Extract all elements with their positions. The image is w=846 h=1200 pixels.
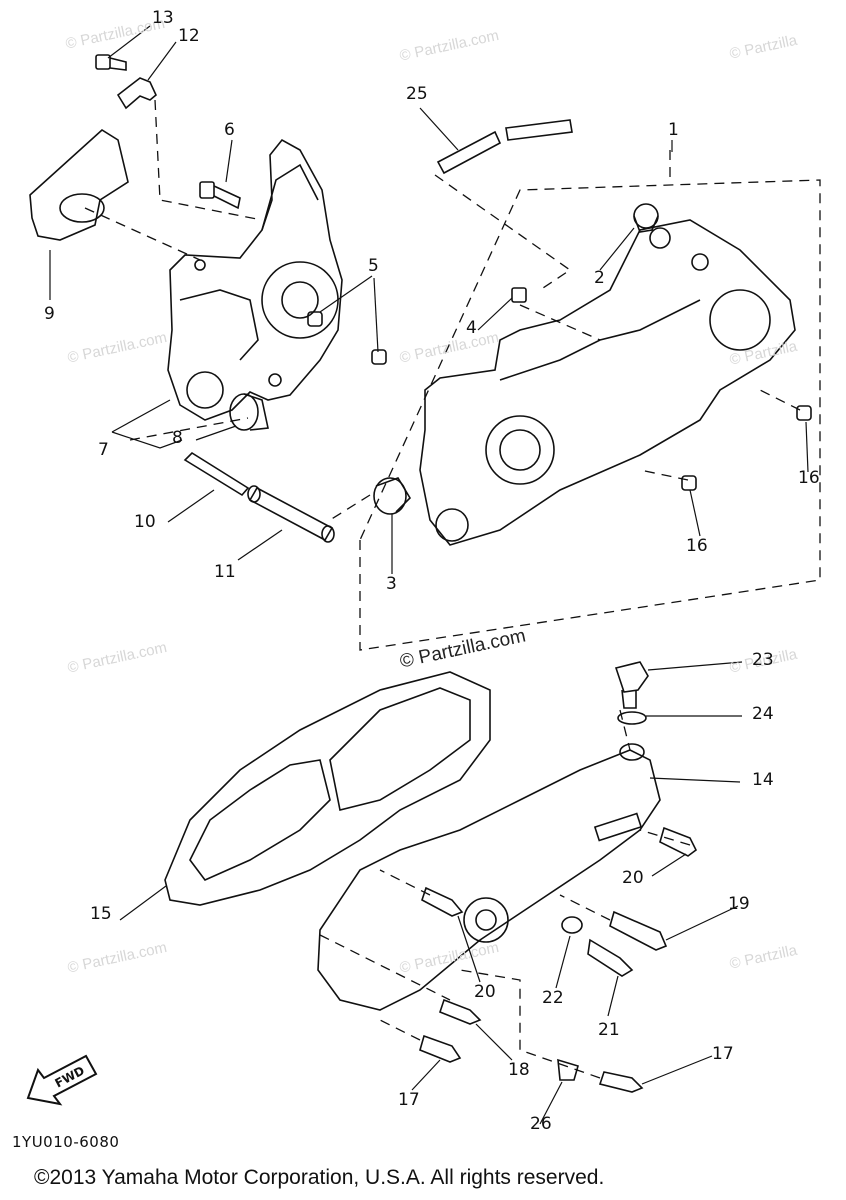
part-26-clip xyxy=(557,1058,579,1081)
callout-4: 4 xyxy=(466,318,477,338)
diagram-code: 1YU010-6080 xyxy=(12,1133,120,1151)
part-4-bolt xyxy=(511,287,527,303)
part-19-bolt xyxy=(609,910,668,951)
callout-16: 16 xyxy=(798,468,820,488)
part-16-dowel-a xyxy=(796,405,812,421)
leader-lines xyxy=(49,25,809,1125)
part-17-bolt-a xyxy=(419,1034,462,1063)
copyright-notice: ©2013 Yamaha Motor Corporation, U.S.A. A… xyxy=(34,1166,605,1189)
callout-20: 20 xyxy=(474,982,496,1002)
assembly-lines xyxy=(84,99,821,1079)
part-3-bearing xyxy=(373,477,412,515)
part-16-dowel-b xyxy=(681,475,697,491)
callout-24: 24 xyxy=(752,704,774,724)
callout-17: 17 xyxy=(712,1044,734,1064)
part-25-hose xyxy=(436,119,573,175)
part-2-bushing xyxy=(633,203,659,233)
callout-22: 22 xyxy=(542,988,564,1008)
callout-19: 19 xyxy=(728,894,750,914)
callout-10: 10 xyxy=(134,512,156,532)
callout-18: 18 xyxy=(508,1060,530,1080)
callout-26: 26 xyxy=(530,1114,552,1134)
part-10-shaft xyxy=(183,451,250,497)
callout-16: 16 xyxy=(686,536,708,556)
callout-20: 20 xyxy=(622,868,644,888)
part-15-cover-gasket xyxy=(164,671,491,906)
callout-2: 2 xyxy=(594,268,605,288)
part-6-bolt xyxy=(199,181,241,210)
part-17-bolt-b xyxy=(598,1071,644,1093)
part-21-bolt xyxy=(587,938,634,977)
callout-11: 11 xyxy=(214,562,236,582)
right-crankcase-half xyxy=(419,219,796,546)
callout-13: 13 xyxy=(152,8,174,28)
part-5-dowels xyxy=(307,311,387,365)
left-crankcase-half xyxy=(167,138,343,421)
callout-17: 17 xyxy=(398,1090,420,1110)
part-14-crankcase-cover xyxy=(317,743,661,1011)
part-23-oil-plug xyxy=(614,661,649,709)
part-13-bolt xyxy=(95,54,127,71)
callout-14: 14 xyxy=(752,770,774,790)
callout-15: 15 xyxy=(90,904,112,924)
callout-25: 25 xyxy=(406,84,428,104)
callout-8: 8 xyxy=(172,428,183,448)
part-20-bolt-a xyxy=(659,826,698,857)
part-8-bearing xyxy=(229,393,269,431)
part-11-pipe xyxy=(247,485,335,543)
part-24-o-ring xyxy=(617,711,647,725)
callout-6: 6 xyxy=(224,120,235,140)
callout-23: 23 xyxy=(752,650,774,670)
part-18-bolt xyxy=(439,998,482,1025)
part-9-gasket xyxy=(29,129,129,241)
fwd-arrow-icon xyxy=(26,1054,98,1106)
callout-12: 12 xyxy=(178,26,200,46)
callout-7: 7 xyxy=(98,440,109,460)
callout-9: 9 xyxy=(44,304,55,324)
callout-1: 1 xyxy=(668,120,679,140)
part-20-bolt-b xyxy=(421,886,464,917)
callout-21: 21 xyxy=(598,1020,620,1040)
callout-3: 3 xyxy=(386,574,397,594)
part-12-bracket xyxy=(116,77,157,110)
callout-5: 5 xyxy=(368,256,379,276)
part-22-washer xyxy=(561,916,583,934)
